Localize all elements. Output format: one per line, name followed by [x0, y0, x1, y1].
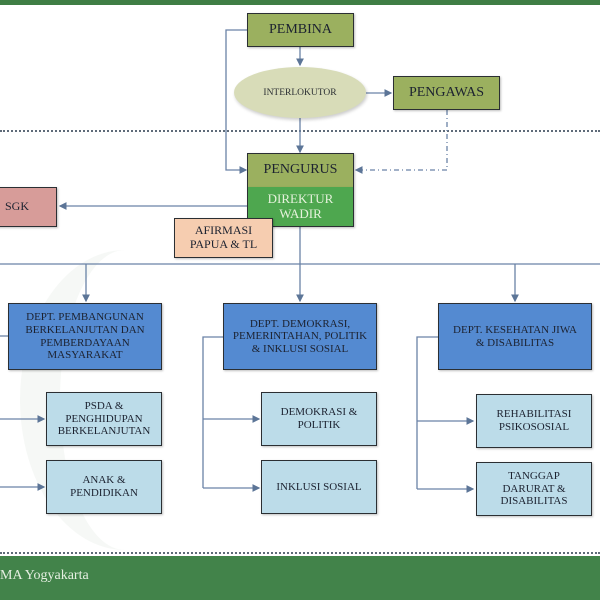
dept-pembangunan-label: DEPT. PEMBANGUNAN BERKELANJUTAN DAN PEMB…	[25, 311, 145, 362]
node-direktur-wadir-label: DIREKTUR WADIR	[267, 190, 334, 221]
node-pengurus[interactable]: PENGURUS	[247, 153, 354, 187]
footer-text: MA Yogyakarta	[0, 568, 89, 583]
node-pembina[interactable]: PEMBINA	[247, 13, 354, 47]
dept-kesehatan[interactable]: DEPT. KESEHATAN JIWA & DISABILITAS	[438, 303, 592, 370]
section-divider-top	[0, 130, 600, 132]
node-interlokutor[interactable]: INTERLOKUTOR	[234, 67, 366, 118]
unit-demokrasi-politik-label: DEMOKRASI & POLITIK	[280, 406, 358, 431]
dept-pembangunan[interactable]: DEPT. PEMBANGUNAN BERKELANJUTAN DAN PEMB…	[8, 303, 162, 370]
unit-tanggap-darurat-label: TANGGAP DARURAT & DISABILITAS	[500, 470, 568, 508]
unit-anak-pendidikan[interactable]: ANAK & PENDIDIKAN	[46, 460, 162, 514]
unit-inklusi-sosial[interactable]: INKLUSI SOSIAL	[261, 460, 377, 514]
node-interlokutor-label: INTERLOKUTOR	[263, 87, 337, 98]
dept-kesehatan-label: DEPT. KESEHATAN JIWA & DISABILITAS	[453, 323, 577, 349]
footer-bar	[0, 556, 600, 600]
dept-demokrasi-label: DEPT. DEMOKRASI, PEMERINTAHAN, POLITIK &…	[232, 317, 368, 355]
node-pengawas[interactable]: PENGAWAS	[393, 76, 500, 110]
unit-inklusi-sosial-label: INKLUSI SOSIAL	[276, 480, 362, 493]
node-sgk[interactable]: SGK	[0, 187, 57, 227]
unit-psda-label: PSDA & PENGHIDUPAN BERKELANJUTAN	[57, 400, 151, 438]
node-pembina-label: PEMBINA	[268, 21, 332, 37]
unit-demokrasi-politik[interactable]: DEMOKRASI & POLITIK	[261, 392, 377, 446]
node-direktur-wadir[interactable]: DIREKTUR WADIR	[247, 187, 354, 227]
node-afirmasi[interactable]: AFIRMASI PAPUA & TL	[174, 218, 273, 258]
node-pengurus-label: PENGURUS	[263, 162, 338, 178]
edge-pengawas-pengurus	[354, 110, 448, 174]
top-bar	[0, 0, 600, 5]
unit-rehabilitasi[interactable]: REHABILITASI PSIKOSOSIAL	[476, 394, 592, 448]
node-sgk-label: SGK	[5, 199, 30, 214]
unit-tanggap-darurat[interactable]: TANGGAP DARURAT & DISABILITAS	[476, 462, 592, 516]
edge-dept3-branch	[416, 336, 438, 489]
dept-demokrasi[interactable]: DEPT. DEMOKRASI, PEMERINTAHAN, POLITIK &…	[223, 303, 377, 370]
unit-rehabilitasi-label: REHABILITASI PSIKOSOSIAL	[496, 408, 572, 433]
node-afirmasi-label: AFIRMASI PAPUA & TL	[189, 223, 258, 251]
unit-anak-pendidikan-label: ANAK & PENDIDIKAN	[70, 474, 138, 499]
node-pengawas-label: PENGAWAS	[408, 84, 485, 100]
section-divider-bottom	[0, 552, 600, 554]
unit-psda[interactable]: PSDA & PENGHIDUPAN BERKELANJUTAN	[46, 392, 162, 446]
